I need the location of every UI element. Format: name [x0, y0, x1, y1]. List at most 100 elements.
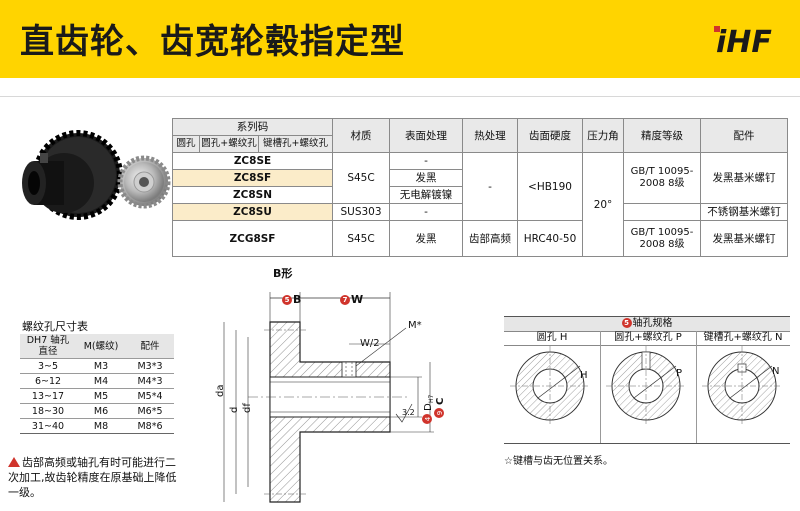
svg-text:D: D	[423, 403, 434, 411]
code-zc8sn: ZC8SN	[172, 186, 333, 204]
table-cell: M6*5	[126, 403, 174, 419]
material-sus: SUS303	[332, 203, 390, 221]
table-cell: 6~12	[20, 373, 76, 389]
col-header-hardness: 齿面硬度	[517, 118, 583, 153]
heat-cell: -	[462, 152, 518, 221]
table-cell: M5	[76, 388, 126, 404]
circled-number: 5	[621, 318, 632, 328]
dim-df-label: df	[242, 403, 252, 413]
accessory-cell: 不锈钢基米螺钉	[700, 203, 788, 221]
precision-cell: GB/T 10095-2008 8级	[623, 152, 701, 204]
col-header-pressure: 压力角	[582, 118, 624, 153]
svg-text:H7: H7	[428, 394, 434, 403]
brand-logo: iHF	[714, 25, 772, 58]
table-cell: M3	[76, 358, 126, 374]
shape-label: B形	[273, 267, 293, 280]
thread-header-acc: 配件	[126, 334, 174, 359]
surface-cell: -	[389, 203, 463, 221]
col-header-heat: 热处理	[462, 118, 518, 153]
table-cell: 31~40	[20, 418, 76, 434]
svg-text:9: 9	[436, 411, 444, 415]
table-cell: M6	[76, 403, 126, 419]
sub-header-round-thread: 圆孔+螺纹孔	[199, 135, 259, 153]
code-zc8sf: ZC8SF	[172, 169, 333, 187]
divider	[504, 443, 790, 444]
thread-header-bore: DH7 轴孔直径	[20, 334, 76, 359]
hole-col-round: 圆孔 H	[504, 331, 600, 346]
material-s45c: S45C	[332, 152, 390, 204]
svg-text:N: N	[772, 366, 779, 377]
table-cell: M8	[76, 418, 126, 434]
dim-c-label: 9 C	[434, 398, 446, 418]
dim-w2-label: W/2	[360, 338, 380, 349]
dim-d-pitch-label: d	[229, 407, 239, 413]
col-header-series: 系列码	[172, 118, 333, 136]
dim-d-bore-label: 4 D H7	[422, 394, 434, 424]
precision-cell	[623, 203, 701, 221]
table-cell: 3~5	[20, 358, 76, 374]
accessory-cell: 发黑基米螺钉	[700, 152, 788, 204]
table-cell: 18~30	[20, 403, 76, 419]
svg-text:4: 4	[424, 416, 432, 421]
heat-cell: 齿部高频	[462, 220, 518, 257]
header-banner: 直齿轮、齿宽轮毂指定型 iHF	[0, 0, 800, 78]
table-cell: M5*4	[126, 388, 174, 404]
code-zc8su: ZC8SU	[172, 203, 333, 221]
svg-text:d: d	[229, 407, 239, 413]
surface-cell: 发黑	[389, 169, 463, 187]
surface-cell: 无电解镀镍	[389, 186, 463, 204]
sub-header-round: 圆孔	[172, 135, 200, 153]
svg-text:P: P	[676, 368, 682, 379]
warning-icon	[8, 457, 20, 467]
pressure-angle-cell: 20°	[582, 152, 624, 257]
spec-table: 系列码 材质 表面处理 热处理 齿面硬度 压力角 精度等级 配件 圆孔 圆孔+螺…	[172, 118, 788, 257]
gear-section-drawing	[223, 292, 434, 503]
surface-cell: -	[389, 152, 463, 170]
hole-diagrams: H P N	[510, 346, 782, 426]
col-header-accessory: 配件	[700, 118, 788, 153]
sub-header-key-thread: 键槽孔+螺纹孔	[258, 135, 333, 153]
table-cell: 13~17	[20, 388, 76, 404]
col-header-surface: 表面处理	[389, 118, 463, 153]
svg-text:C: C	[435, 398, 446, 405]
dim-da-label: da	[215, 385, 225, 397]
circled-number: 7	[340, 295, 350, 305]
divider	[696, 331, 697, 443]
divider	[0, 96, 800, 97]
accessory-cell: 发黑基米螺钉	[700, 220, 788, 257]
material-s45c: S45C	[332, 220, 390, 257]
hole-col-key-thread: 键槽孔+螺纹孔 N	[696, 331, 790, 346]
circled-number: 5	[282, 295, 292, 305]
code-zcg8sf: ZCG8SF	[172, 220, 333, 257]
thread-table-title: 螺纹孔尺寸表	[22, 320, 88, 333]
svg-text:H: H	[580, 370, 588, 381]
divider	[600, 331, 601, 443]
svg-text:df: df	[242, 403, 252, 413]
thread-header-m: M(螺纹)	[76, 334, 126, 359]
page-title: 直齿轮、齿宽轮毂指定型	[20, 22, 405, 62]
precision-cell: GB/T 10095-2008 8级	[623, 220, 701, 257]
hole-col-round-thread: 圆孔+螺纹孔 P	[600, 331, 696, 346]
table-cell: M4*3	[126, 373, 174, 389]
code-zc8se: ZC8SE	[172, 152, 333, 170]
keyway-note: ☆键槽与齿无位置关系。	[504, 456, 613, 467]
roughness-label: 3.2	[402, 408, 415, 417]
hardness-cell: HRC40-50	[517, 220, 583, 257]
col-header-precision: 精度等级	[623, 118, 701, 153]
table-cell: M8*6	[126, 418, 174, 434]
svg-text:da: da	[215, 385, 225, 397]
table-cell: M4	[76, 373, 126, 389]
warning-text: 齿部高频或轴孔有时可能进行二次加工,故齿轮精度在原基础上降低一级。	[8, 456, 177, 499]
surface-cell: 发黑	[389, 220, 463, 257]
gear-product-image	[22, 130, 171, 220]
hardness-cell: <HB190	[517, 152, 583, 221]
col-header-material: 材质	[332, 118, 390, 153]
warning-note: 齿部高频或轴孔有时可能进行二次加工,故齿轮精度在原基础上降低一级。	[8, 455, 183, 500]
logo-text: iHF	[716, 25, 772, 58]
dim-m-label: M*	[408, 320, 422, 331]
table-cell: M3*3	[126, 358, 174, 374]
